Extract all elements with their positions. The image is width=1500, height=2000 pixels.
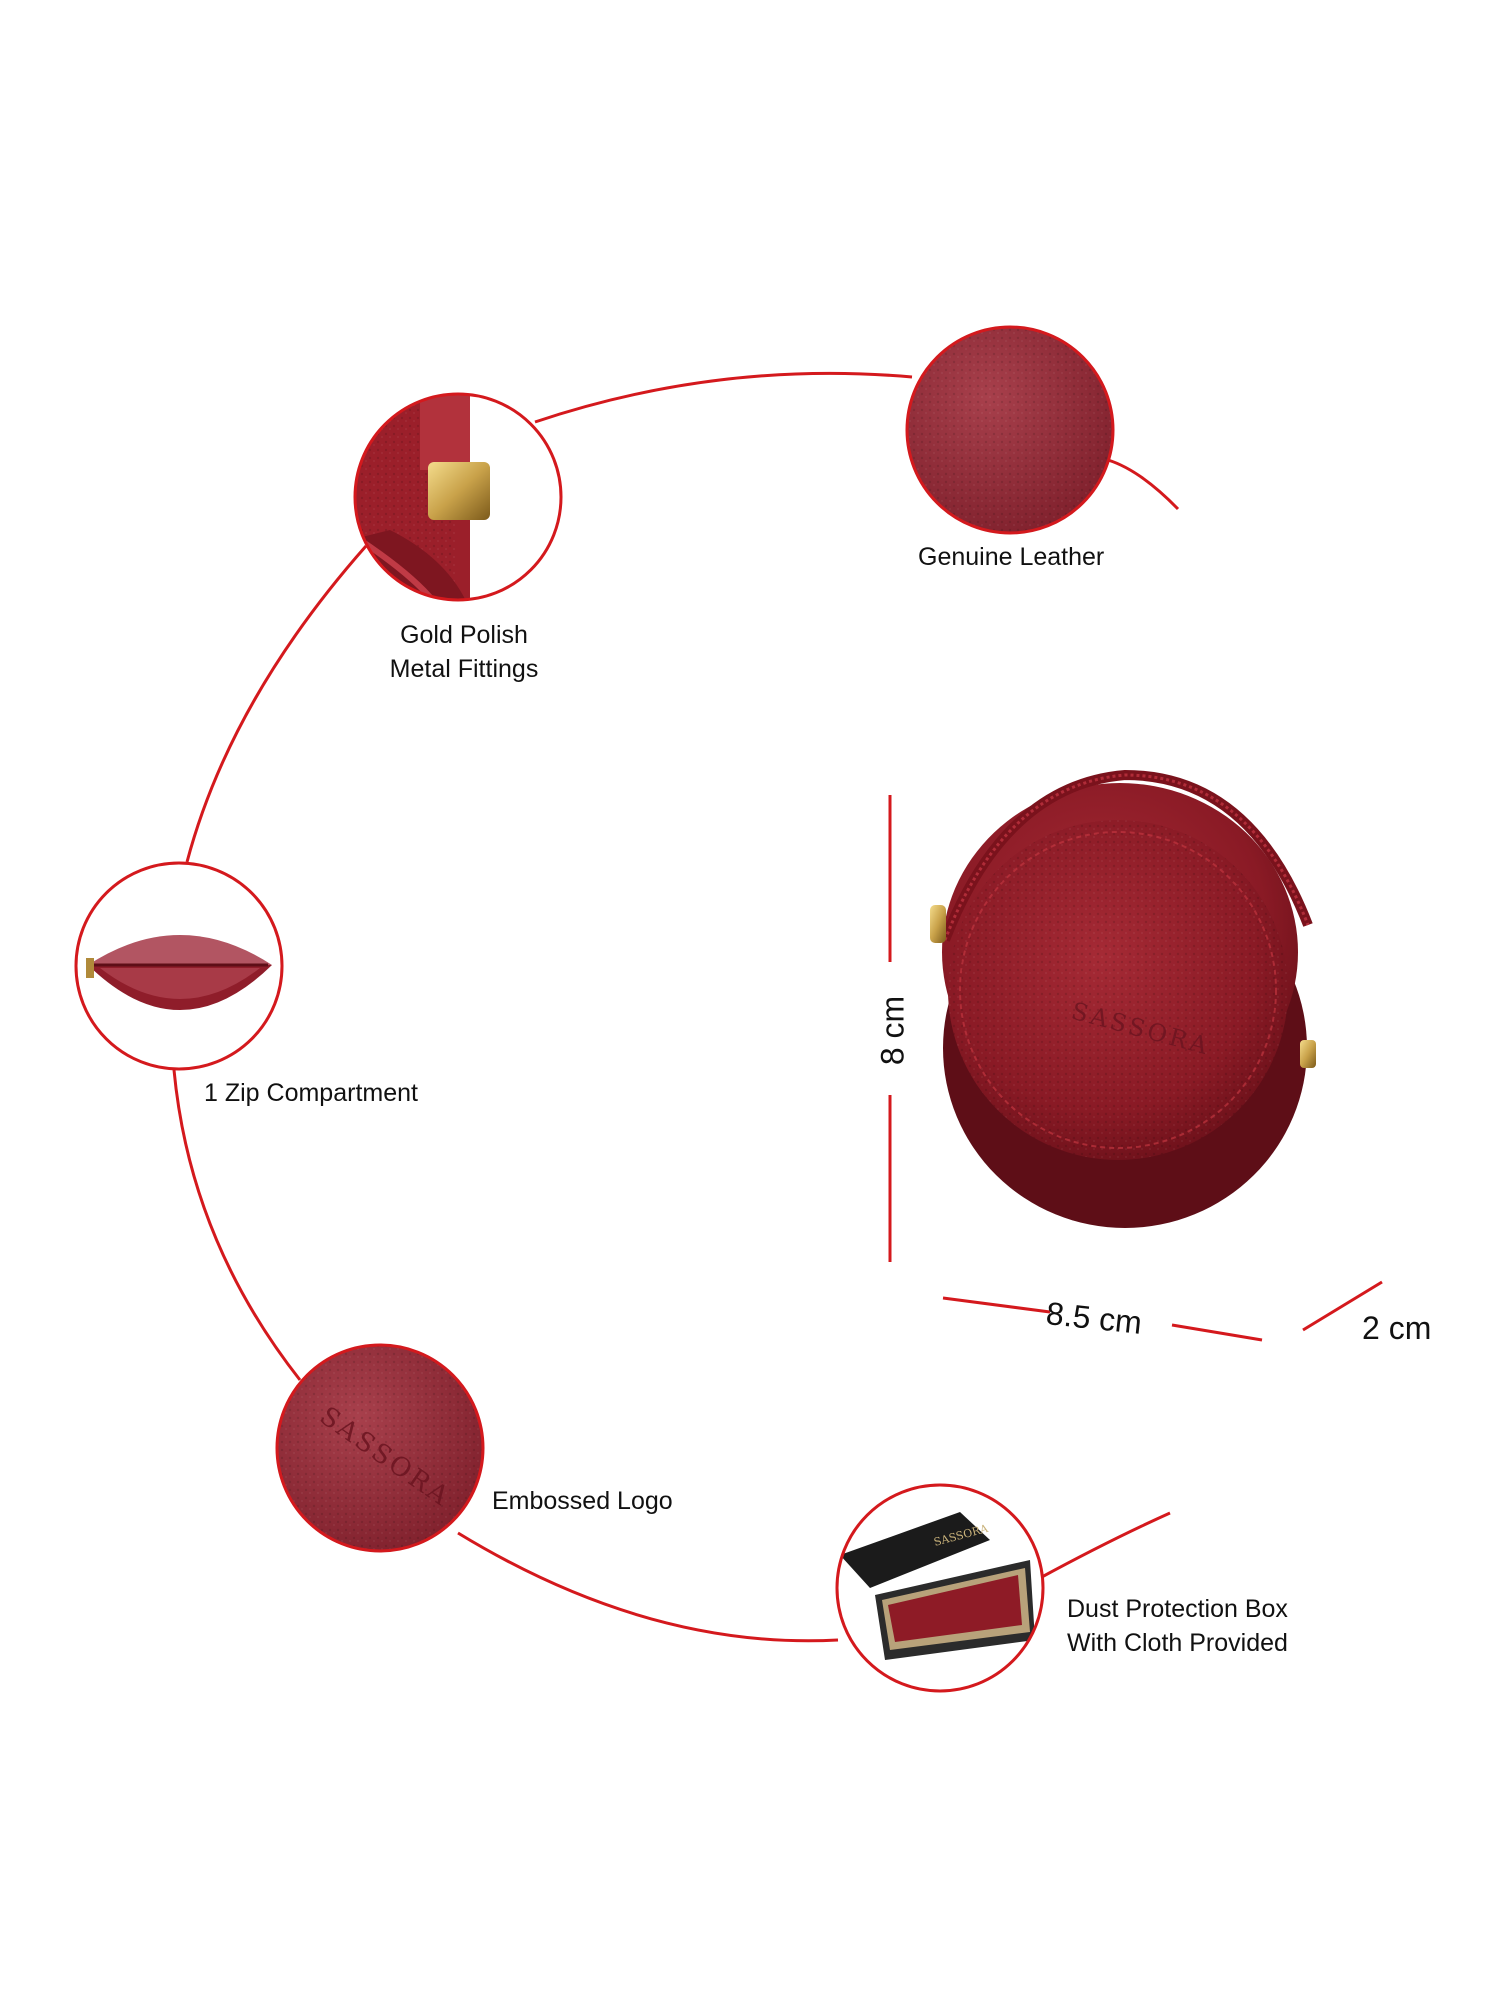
coin-purse-product-image: SASSORA — [930, 769, 1316, 1228]
dust-box-thumbnail: SASSORA — [835, 1483, 1045, 1693]
metal-fittings-thumbnail — [353, 392, 563, 602]
leather-texture-thumbnail — [905, 325, 1115, 535]
depth-dimension-line — [1302, 1280, 1383, 1332]
depth-dimension-label: 2 cm — [1362, 1310, 1432, 1346]
box-line-2: With Cloth Provided — [1067, 1629, 1288, 1657]
connector-arc — [172, 371, 1180, 1643]
height-dimension-label: 8 cm — [874, 995, 911, 1066]
feature-label-leather: Genuine Leather — [918, 543, 1105, 571]
zip-compartment-thumbnail — [74, 861, 284, 1071]
feature-label-compartment: 1 Zip Compartment — [204, 1079, 418, 1107]
fittings-line-1: Gold Polish — [400, 621, 528, 649]
feature-label-logo: Embossed Logo — [492, 1487, 673, 1515]
width-dimension-lines — [942, 1296, 1263, 1342]
box-line-1: Dust Protection Box — [1067, 1595, 1288, 1623]
feature-label-fittings: Gold Polish Metal Fittings — [364, 618, 564, 686]
embossed-logo-thumbnail: SASSORA — [275, 1343, 485, 1553]
fittings-line-2: Metal Fittings — [389, 655, 539, 683]
feature-label-box: Dust Protection Box With Cloth Provided — [1067, 1592, 1288, 1660]
